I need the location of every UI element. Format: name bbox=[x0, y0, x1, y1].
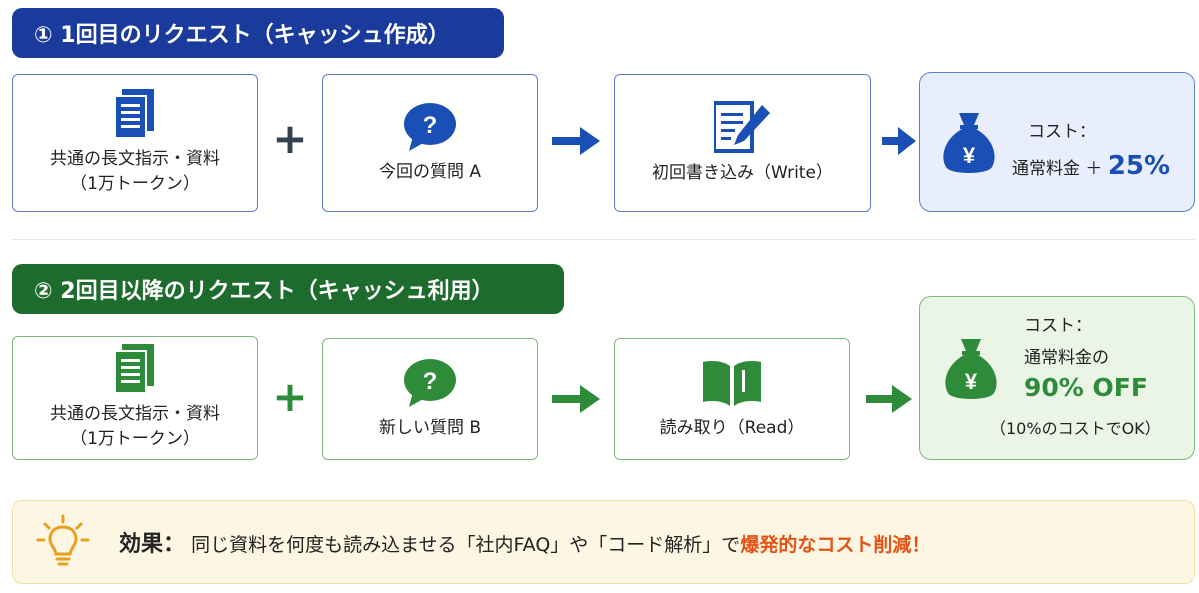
effect-highlight: 爆発的なコスト削減！ bbox=[740, 534, 931, 556]
right-arrow-icon bbox=[866, 384, 912, 414]
section-divider bbox=[12, 239, 1195, 240]
cost-label: コスト： bbox=[1024, 316, 1092, 336]
section1-question-card: ? 今回の質問 A bbox=[322, 74, 538, 212]
section2-cost-card: ¥ コスト： 通常料金の 90% OFF （10%のコストでOK） bbox=[919, 296, 1195, 460]
right-arrow-icon bbox=[552, 384, 600, 414]
section2-read-card: 読み取り（Read） bbox=[614, 338, 850, 460]
yen-money-bag-icon: ¥ bbox=[945, 339, 997, 399]
cost-line2: 通常料金の bbox=[1024, 348, 1109, 368]
document-icon bbox=[114, 344, 154, 395]
doc-card-line1: 共通の長文指示・資料 bbox=[50, 149, 220, 170]
cost-value: 25% bbox=[1107, 151, 1171, 181]
section2-title-text: ② 2回目以降のリクエスト（キャッシュ利用） bbox=[34, 279, 494, 304]
cost-detail: 通常料金 ＋ 25% bbox=[1012, 151, 1170, 181]
section1-write-card: 初回書き込み（Write） bbox=[614, 74, 871, 212]
question-card-label: 今回の質問 A bbox=[378, 161, 482, 182]
question-card-label: 新しい質問 B bbox=[378, 417, 482, 438]
lightbulb-icon bbox=[36, 514, 90, 566]
cost-note: （10%のコストでOK） bbox=[990, 419, 1161, 438]
cost-prefix: 通常料金 ＋ bbox=[1012, 159, 1103, 179]
yen-money-bag-icon: ¥ bbox=[943, 113, 995, 173]
section1-title-text: ① 1回目のリクエスト（キャッシュ作成） bbox=[34, 23, 450, 48]
plus-sign: + bbox=[272, 114, 308, 163]
right-arrow-icon bbox=[882, 126, 916, 156]
effect-body: 同じ資料を何度も読み込ませる「社内FAQ」や「コード解析」で bbox=[191, 534, 741, 556]
cost-value: 90% OFF bbox=[1024, 373, 1148, 402]
doc-card-line2: （1万トークン） bbox=[70, 174, 200, 194]
document-icon bbox=[114, 89, 154, 140]
svg-text:?: ? bbox=[423, 368, 438, 395]
section2-doc-card: 共通の長文指示・資料 （1万トークン） bbox=[12, 336, 258, 460]
plus-sign: + bbox=[272, 372, 308, 421]
section2-question-card: ? 新しい質問 B bbox=[322, 338, 538, 460]
svg-text:¥: ¥ bbox=[965, 369, 978, 394]
section1-cost-card: ¥ コスト： 通常料金 ＋ 25% bbox=[919, 72, 1195, 212]
question-bubble-icon: ? bbox=[404, 102, 456, 151]
effect-banner: 効果： 同じ資料を何度も読み込ませる「社内FAQ」や「コード解析」で爆発的なコス… bbox=[12, 500, 1195, 584]
section2-title: ② 2回目以降のリクエスト（キャッシュ利用） bbox=[12, 264, 564, 314]
cost-label: コスト： bbox=[1028, 122, 1096, 142]
doc-card-line1: 共通の長文指示・資料 bbox=[50, 404, 220, 425]
effect-label: 効果： bbox=[119, 532, 186, 557]
right-arrow-icon bbox=[552, 126, 600, 156]
edit-document-icon bbox=[713, 100, 770, 153]
section1-title: ① 1回目のリクエスト（キャッシュ作成） bbox=[12, 8, 504, 58]
section1-doc-card: 共通の長文指示・資料 （1万トークン） bbox=[12, 74, 258, 212]
doc-card-line2: （1万トークン） bbox=[70, 429, 200, 449]
svg-text:?: ? bbox=[423, 112, 438, 139]
write-card-label: 初回書き込み（Write） bbox=[652, 162, 833, 183]
open-book-icon bbox=[703, 360, 761, 406]
svg-text:¥: ¥ bbox=[963, 143, 976, 168]
read-card-label: 読み取り（Read） bbox=[659, 417, 805, 438]
question-bubble-icon: ? bbox=[404, 358, 456, 407]
effect-text: 効果： 同じ資料を何度も読み込ませる「社内FAQ」や「コード解析」で爆発的なコス… bbox=[119, 526, 930, 558]
